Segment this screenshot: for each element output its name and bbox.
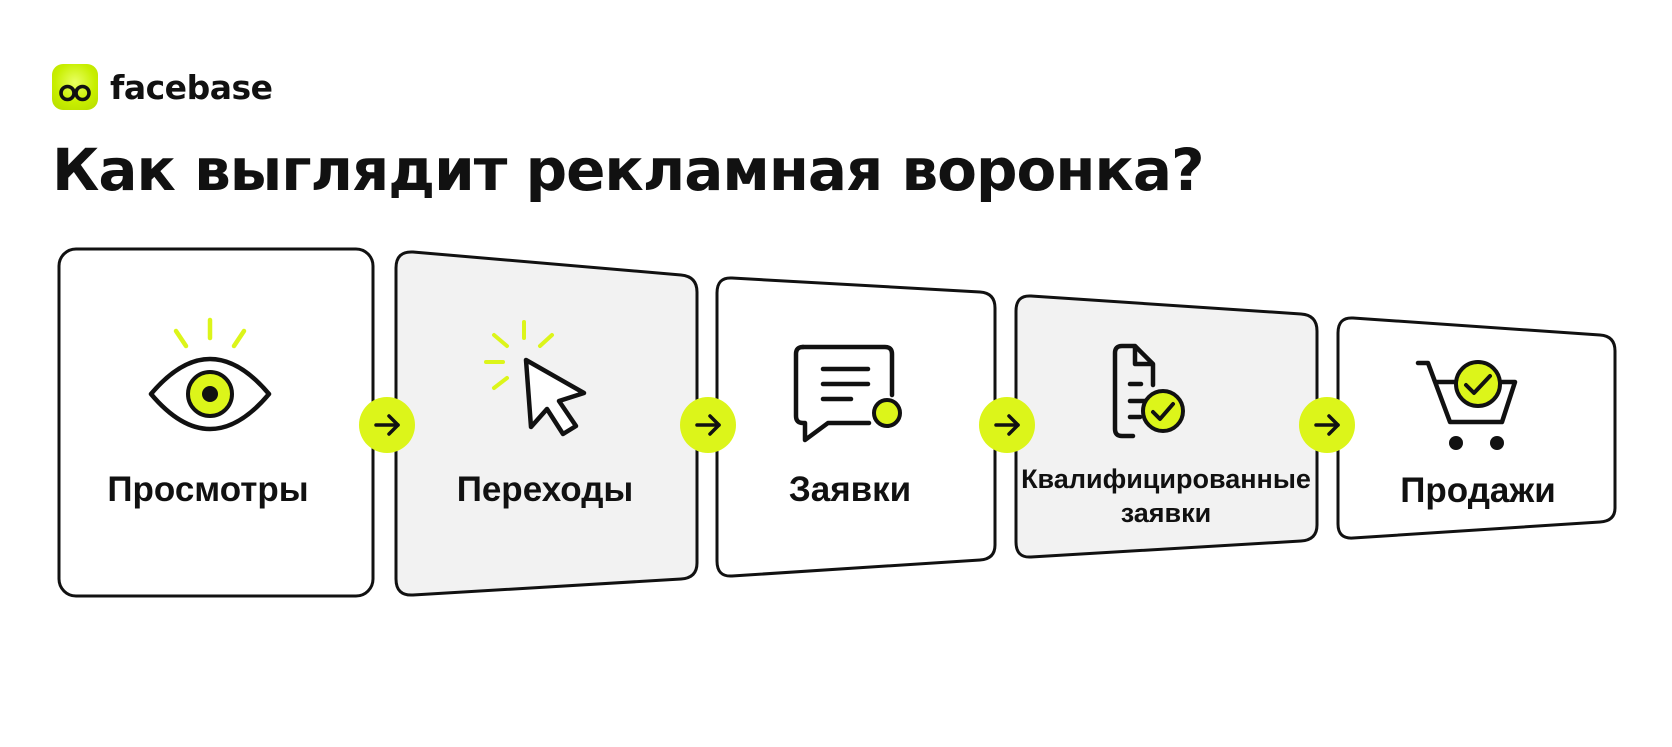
connector-4 (1299, 397, 1355, 453)
stage-card-sales (1336, 316, 1617, 540)
eye-icon (148, 317, 272, 432)
stage-card-clicks (394, 250, 699, 597)
cart-check-icon (1415, 360, 1518, 450)
stage-views: Просмотры (57, 247, 375, 598)
brand-logo: facebase (52, 64, 273, 110)
stage-label-views: Просмотры (107, 470, 308, 509)
arrow-right-icon (994, 414, 1020, 436)
connector-2 (680, 397, 736, 453)
stage-qualified-leads: Квалифицированные заявки (1014, 294, 1319, 559)
arrow-right-icon (374, 414, 400, 436)
stage-clicks: Переходы (394, 250, 699, 597)
arrow-right-icon (695, 414, 721, 436)
document-check-icon (1112, 343, 1185, 439)
stage-card-leads (715, 276, 997, 578)
page-title: Как выглядит рекламная воронка? (52, 136, 1205, 204)
infinity-eyes-logo-icon (52, 64, 98, 110)
stage-label-qualified-leads-line1: Квалифицированные (1021, 464, 1311, 494)
message-form-icon (793, 344, 902, 443)
cursor-click-icon (484, 320, 587, 437)
arrow-right-icon (1314, 414, 1340, 436)
stage-sales: Продажи (1336, 316, 1617, 540)
connector-1 (359, 397, 415, 453)
brand-name: facebase (110, 67, 273, 107)
stage-label-qualified-leads-line2: заявки (1121, 498, 1212, 528)
stage-label-sales: Продажи (1400, 471, 1555, 510)
stage-label-leads: Заявки (789, 470, 911, 509)
connector-3 (979, 397, 1035, 453)
stage-label-clicks: Переходы (457, 470, 634, 509)
stage-leads: Заявки (715, 276, 997, 578)
